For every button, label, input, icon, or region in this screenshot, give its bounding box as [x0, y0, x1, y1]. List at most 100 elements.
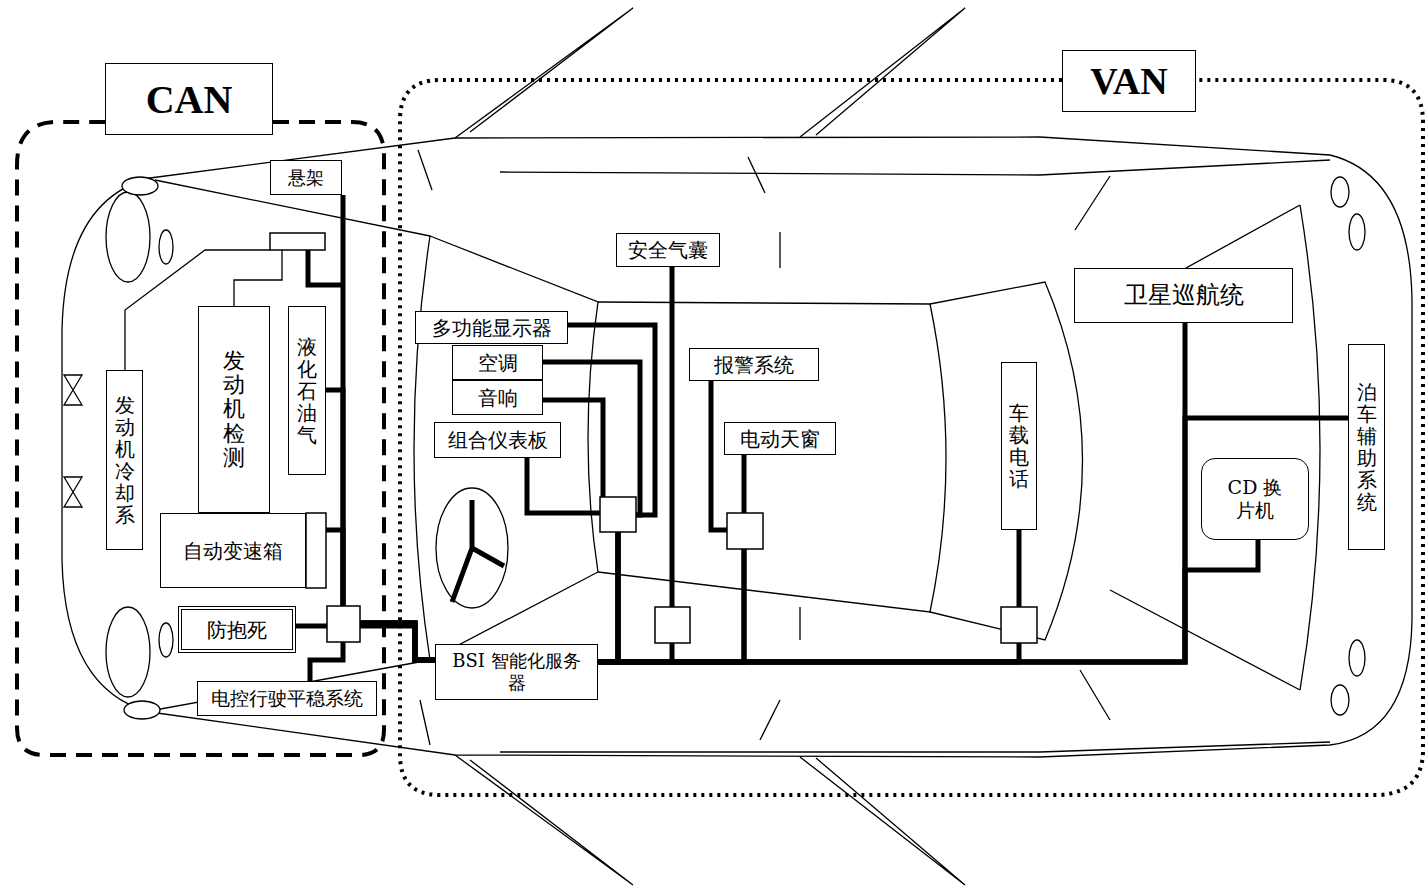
sensor-wire [234, 250, 282, 306]
vertical-label: 液化石油气 [297, 336, 317, 446]
car-body [930, 282, 1083, 640]
wheel-light [124, 701, 160, 719]
car-body [500, 742, 1330, 752]
bus-stub [308, 250, 343, 285]
wheel-light [1349, 214, 1365, 250]
vertical-label: 泊车辅助系统 [1357, 381, 1377, 513]
box-label: 电控行驶平稳系统 [211, 687, 363, 710]
mirror [455, 755, 633, 885]
junction-box [600, 497, 636, 532]
body-dash [420, 700, 430, 745]
wheel-light [106, 192, 150, 282]
component-box: 发动机检测 [198, 306, 270, 513]
car-body [500, 160, 1330, 175]
component-box: 组合仪表板 [434, 422, 561, 458]
bus-line [598, 530, 1019, 662]
mirror [800, 757, 965, 885]
component-box: 泊车辅助系统 [1348, 344, 1385, 550]
bus-line [343, 195, 435, 660]
server-box: BSI 智能化服务器 [435, 644, 598, 700]
mirror [455, 8, 633, 138]
junction-box [727, 513, 763, 549]
box-label: 多功能显示器 [432, 316, 552, 340]
bus-line [527, 458, 618, 662]
component-box: 电控行驶平稳系统 [197, 681, 377, 716]
junction-box [1001, 607, 1037, 643]
box-label: 自动变速箱 [183, 539, 283, 563]
bus-line [598, 455, 744, 662]
box-label: BSI 智能化服务器 [452, 650, 582, 693]
body-dash [418, 150, 432, 190]
wheel-light [1349, 640, 1365, 676]
bus-line [326, 390, 435, 660]
component-box: 液化石油气 [288, 306, 326, 475]
box-label: 组合仪表板 [448, 428, 548, 452]
box-label: 安全气囊 [628, 238, 708, 262]
junction-box [327, 606, 360, 642]
fan-symbol [64, 375, 82, 405]
box-label: 电动天窗 [740, 427, 820, 451]
component-box: 发动机冷却系 [106, 370, 143, 550]
region-label: VAN [1062, 50, 1196, 112]
box-label: 音响 [478, 386, 518, 410]
van-region: VAN 安全气囊卫星巡航统多功能显示器空调 报警系统音响 泊车辅助系统 组合仪表板 电动天… [395, 30, 1426, 800]
junction-box [306, 513, 326, 588]
box-label: 报警系统 [714, 353, 794, 377]
wheel-light [159, 623, 173, 657]
box-label: 悬架 [288, 167, 324, 189]
box-label: 空调 [478, 351, 518, 375]
bus-line [598, 418, 1348, 662]
body-dash [748, 157, 765, 193]
body-dash [418, 150, 1110, 745]
mirror [800, 8, 965, 137]
box-label: 防抱死 [207, 618, 267, 642]
car-body [1300, 205, 1320, 690]
component-box: 安全气囊 [616, 233, 720, 267]
component-box: 车载电话 [1001, 362, 1037, 530]
bus-line [598, 540, 1258, 662]
region-border [17, 122, 384, 755]
can-region: CAN 悬架发动机冷却系 发动机检测 液化石油气自动变速箱防抱死电控行驶平稳系统 [12, 60, 387, 760]
steering-wheel [452, 500, 504, 602]
wheel-light [1331, 177, 1349, 207]
car-body [62, 137, 1412, 757]
car-body [598, 302, 946, 612]
body-dash [799, 607, 800, 640]
component-box: 报警系统 [689, 348, 819, 381]
wheel-light [159, 230, 173, 264]
box-label: CD 换片机 [1220, 476, 1290, 522]
component-box: 音响 [452, 380, 543, 415]
component-box: 空调 [452, 345, 543, 380]
region-border [400, 80, 1423, 795]
vertical-label: 发动机冷却系 [115, 394, 135, 526]
component-box: 多功能显示器 [415, 311, 568, 344]
body-dash [779, 232, 780, 268]
component-box: 防抱死 [178, 606, 296, 653]
wheel-light [122, 177, 158, 195]
wheel-light [106, 177, 1365, 719]
component-box: 电动天窗 [724, 422, 836, 455]
fan-symbol [64, 477, 82, 507]
junction-box [270, 233, 325, 250]
component-box: 卫星巡航统 [1074, 268, 1293, 323]
junction-box [655, 607, 690, 643]
fan-symbol [64, 375, 82, 507]
component-box: 自动变速箱 [160, 513, 306, 588]
car-body [1110, 590, 1300, 690]
wheel-light [1331, 685, 1349, 715]
body-dash [760, 700, 780, 740]
car-body [62, 137, 1412, 757]
vertical-label: 车载电话 [1009, 402, 1029, 490]
sensor-wire [125, 250, 306, 588]
box-label: 卫星巡航统 [1124, 281, 1244, 310]
component-box: 悬架 [270, 160, 342, 195]
bus-stub [308, 250, 343, 285]
region-label: CAN [105, 63, 273, 135]
component-box: CD 换片机 [1201, 458, 1309, 540]
bus-line [598, 323, 1185, 662]
vertical-label: 发动机检测 [223, 349, 245, 470]
car-body [414, 236, 598, 660]
steering-wheel [436, 488, 508, 608]
wheel-light [106, 607, 150, 697]
body-dash [1080, 670, 1110, 720]
